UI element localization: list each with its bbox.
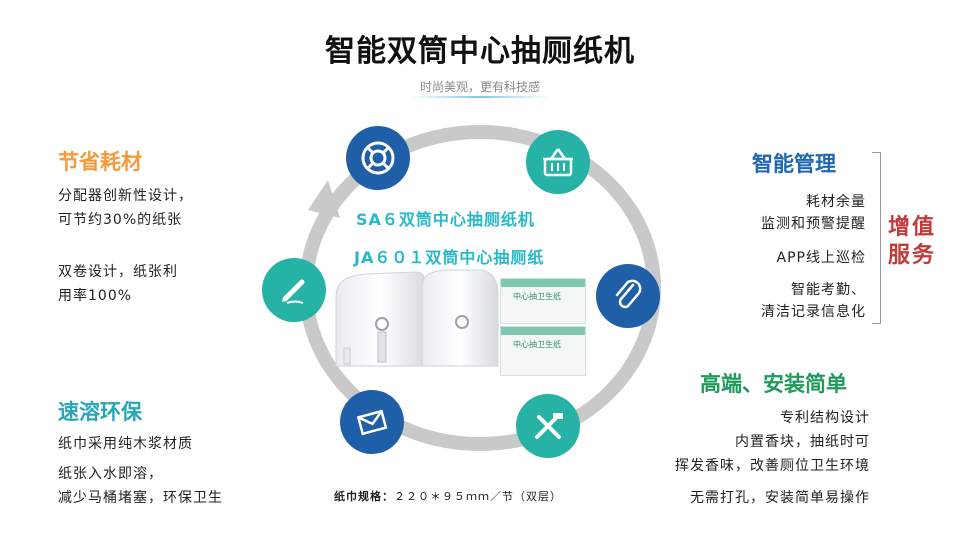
bracket-divider	[872, 152, 881, 324]
page-title: 智能双筒中心抽厕纸机	[325, 34, 635, 69]
spec-label: 纸巾规格：	[334, 490, 394, 503]
paper-roll-bottom: 中心抽卫生纸	[500, 326, 586, 376]
install-heading: 高端、安装简单	[700, 372, 847, 396]
spec-line: 纸巾规格：２２０＊９５ｍｍ／节（双层）	[334, 488, 562, 504]
page-subtitle: 时尚美观，更有科技感	[419, 80, 540, 94]
spec-value: ２２０＊９５ｍｍ／节（双层）	[394, 490, 562, 503]
value-added-line: 增值	[888, 215, 937, 240]
smart-line: 智能考勤、	[791, 282, 866, 298]
smart-line: 监测和预警提醒	[761, 216, 866, 232]
install-line: 无需打孔，安装简单易操作	[690, 490, 870, 506]
model-paper: JA６０１双筒中心抽厕纸	[354, 248, 545, 267]
smart-line: APP线上巡检	[776, 250, 866, 266]
roll-label: 中心抽卫生纸	[513, 292, 561, 301]
save-line: 分配器创新性设计，	[58, 188, 193, 204]
install-line: 内置香块，抽纸时可	[735, 434, 870, 450]
install-line: 专利结构设计	[780, 410, 870, 426]
pencil-icon	[262, 258, 326, 322]
subtitle-underline	[410, 96, 550, 98]
eco-heading: 速溶环保	[58, 400, 142, 424]
model-machine: SA６双筒中心抽厕纸机	[356, 210, 535, 229]
toolbox-icon	[516, 394, 580, 458]
save-line: 用率100%	[58, 288, 133, 304]
smart-heading: 智能管理	[752, 152, 836, 176]
dispenser-image	[335, 269, 499, 367]
smart-line: 耗材余量	[806, 194, 866, 210]
paperclip-icon	[596, 264, 660, 328]
eco-line: 减少马桶堵塞，环保卫生	[58, 490, 223, 506]
smart-line: 清洁记录信息化	[761, 304, 866, 320]
eco-line: 纸巾采用纯木浆材质	[58, 436, 193, 452]
install-line: 挥发香味，改善厕位卫生环境	[675, 458, 870, 474]
save-line: 双卷设计，纸张利	[58, 264, 178, 280]
paper-roll-top: 中心抽卫生纸	[500, 278, 586, 324]
envelope-icon	[340, 390, 404, 454]
basket-icon	[526, 130, 590, 194]
roll-label: 中心抽卫生纸	[513, 340, 561, 349]
value-added-line: 服务	[888, 243, 937, 268]
save-line: 可节约30%的纸张	[58, 212, 183, 228]
value-added-label: 增值 服务	[888, 214, 936, 270]
lifebuoy-icon	[346, 126, 410, 190]
save-heading: 节省耗材	[58, 150, 142, 174]
eco-line: 纸张入水即溶，	[58, 466, 163, 482]
